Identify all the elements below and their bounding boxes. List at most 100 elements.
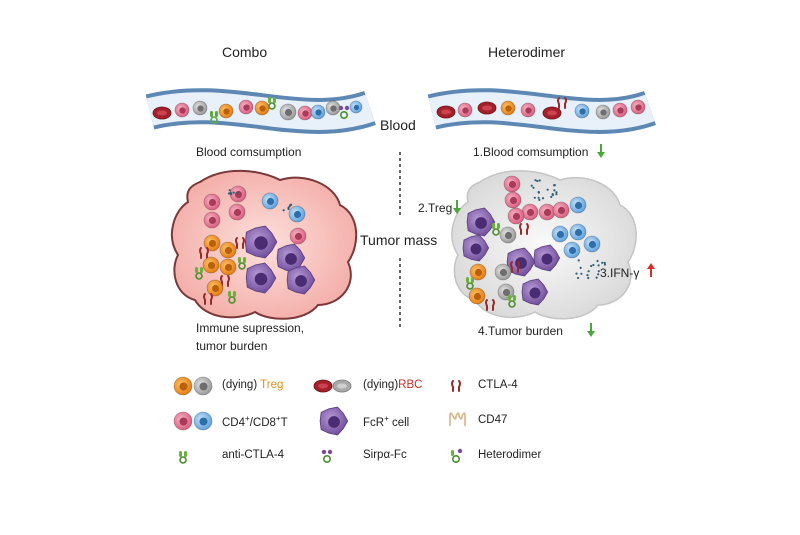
rbc: [436, 105, 456, 119]
dying-cell: [325, 100, 341, 116]
cd47-icon: [449, 412, 466, 426]
ctla4-receptor: [510, 261, 520, 273]
cd4-t-cell: [457, 102, 473, 118]
cd4-t-cell: [228, 203, 246, 221]
fcr-cell: [245, 262, 277, 294]
cd4-t-cell: [521, 203, 539, 221]
blood-vessel-left: [145, 88, 376, 134]
legend-fcr-sup: +: [384, 414, 389, 423]
antibody: [492, 223, 500, 236]
legend-rbc: (dying)RBC: [363, 379, 422, 391]
cd4-t-cell: [238, 99, 254, 115]
cd8-t-cell: [569, 223, 587, 241]
cd8-t-cell: [310, 104, 326, 120]
right-ifn-label: 3.IFN-γ: [600, 266, 640, 280]
legend-icons: [173, 376, 466, 464]
cd4-t-cell: [289, 227, 307, 245]
antibody: [508, 295, 516, 308]
treg-cell: [173, 376, 193, 396]
dying-cell: [193, 376, 213, 396]
cd4-t-cell: [174, 102, 190, 118]
legend-ctla4: CTLA-4: [478, 379, 518, 391]
dying-cell: [499, 226, 517, 244]
legend-cd4-base: CD4: [222, 416, 246, 429]
treg-cell: [468, 287, 486, 305]
legend-cd47: CD47: [478, 414, 508, 426]
ctla4-receptor: [519, 223, 529, 235]
antibody: [238, 257, 246, 270]
cd4-t-cell: [173, 411, 193, 431]
antibody: [195, 267, 203, 280]
title-combo: Combo: [222, 44, 268, 60]
cd4-t-cell: [203, 193, 221, 211]
treg-cell: [206, 279, 224, 297]
ctla4-receptor: [220, 275, 230, 287]
ctla4-receptor: [451, 380, 461, 392]
tumor-cells-right: [462, 175, 607, 311]
dying-cell: [192, 100, 208, 116]
legend-heterodimer: Heterodimer: [478, 449, 542, 461]
cd8-t-cell: [261, 192, 279, 210]
rbc: [313, 379, 333, 393]
legend-treg: (dying) Treg: [222, 379, 283, 391]
legend-rbc-word: RBC: [398, 379, 423, 391]
antibody: [228, 291, 236, 304]
label-blood: Blood: [380, 117, 416, 133]
fcr-cell: [244, 225, 278, 259]
legend-cd4-cd8: CD4+/CD8+T: [222, 414, 288, 429]
ctla4-receptor: [199, 247, 209, 259]
treg-cell: [203, 234, 221, 252]
left-tumor-caption-2: tumor burden: [196, 339, 268, 353]
legend-sirpa: Sirpα-Fc: [363, 449, 407, 461]
rbc: [477, 101, 497, 115]
right-tumor-caption: 4.Tumor burden: [478, 324, 563, 338]
right-blood-caption: 1.Blood comsumption: [473, 145, 589, 159]
legend-cd8-tail: T: [280, 416, 288, 429]
cd4-t-cell: [612, 102, 628, 118]
fcr-cell: [533, 244, 560, 272]
trend-arrows: [453, 144, 655, 337]
legend-fcr: FcR+ cell: [363, 414, 409, 429]
arrow-down-treg: [453, 200, 461, 214]
dying-rbc: [332, 379, 352, 393]
heterodimer-icon: [451, 448, 463, 463]
cd4-t-cell: [297, 105, 313, 121]
cd8-t-cell: [288, 205, 306, 223]
rbc: [542, 106, 562, 120]
legend-cd8-sup: +: [275, 414, 281, 423]
sirpa-fc: [321, 449, 333, 463]
cd4-t-cell: [504, 191, 522, 209]
ctla4-receptor: [485, 299, 495, 311]
treg-cell: [219, 241, 237, 259]
cd8-t-cell: [193, 411, 213, 431]
arrow-up-ifn: [647, 263, 655, 277]
antibody: [210, 111, 218, 124]
cd4-t-cell: [538, 203, 556, 221]
arrow-down-tumor: [587, 323, 595, 337]
treg-cell: [500, 100, 516, 116]
cd8-t-cell: [583, 235, 601, 253]
legend-cd8-base: /CD8: [249, 416, 276, 429]
cd4-t-cell: [507, 207, 525, 225]
legend-treg-word: Treg: [260, 379, 284, 391]
left-tumor-caption-1: Immune supression,: [196, 321, 305, 335]
tumor-mass-right: [451, 170, 637, 320]
cd4-t-cell: [503, 175, 521, 193]
cd4-t-cell: [229, 185, 247, 203]
fcr-cell: [319, 406, 349, 436]
treg-cell: [254, 100, 270, 116]
legend-rbc-prefix: (dying): [363, 379, 399, 391]
treg-cell: [218, 103, 234, 119]
blood-vessel-right: [427, 88, 656, 134]
ctla4-receptor: [235, 237, 245, 249]
legend-fcr-tail: cell: [388, 416, 410, 429]
ifn-gamma-dots: [575, 259, 607, 280]
ifn-gamma-dots: [282, 203, 293, 212]
ctla4-receptor: [203, 293, 213, 305]
antibody: [179, 451, 187, 464]
right-treg-label: 2.Treg: [418, 201, 453, 215]
dying-cell: [595, 104, 611, 120]
title-heterodimer: Heterodimer: [488, 44, 566, 60]
ifn-gamma-dots: [227, 189, 239, 196]
